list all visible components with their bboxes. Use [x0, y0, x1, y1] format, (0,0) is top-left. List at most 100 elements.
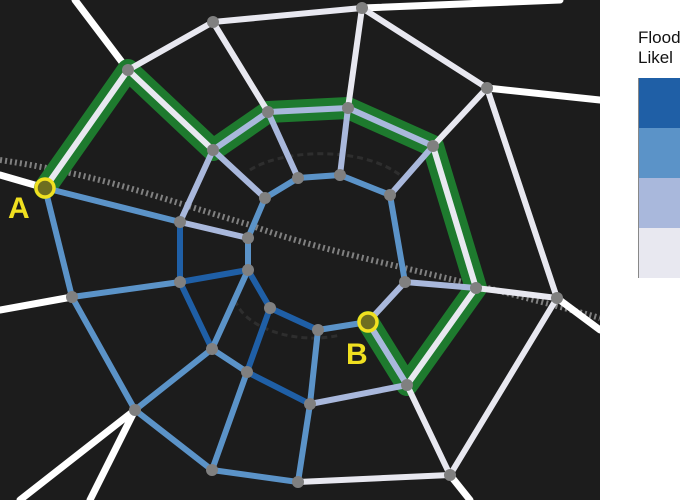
road-segment-16	[404, 382, 453, 478]
intersection-node	[129, 404, 141, 416]
intersection-node	[292, 172, 304, 184]
map-panel[interactable]: A B	[0, 0, 600, 500]
intersection-node	[551, 292, 563, 304]
road-segment-2	[359, 5, 490, 91]
road-segment-35	[337, 105, 351, 178]
road-segment-34	[265, 109, 301, 181]
intersection-node	[207, 16, 219, 28]
road-segment-26	[404, 285, 479, 388]
road-segment-54	[365, 319, 410, 388]
outer-road-5	[483, 84, 600, 104]
road-segment-18	[209, 369, 250, 473]
road-segment-10	[209, 467, 301, 485]
intersection-node	[334, 169, 346, 181]
road-segment-27	[307, 382, 410, 407]
intersection-node	[259, 192, 271, 204]
intersection-node	[174, 216, 186, 228]
marker-b-ring[interactable]	[357, 311, 379, 333]
road-segment-41	[209, 267, 251, 352]
road-segment-5	[295, 472, 453, 485]
road-segment-44	[262, 175, 301, 201]
intersection-node	[427, 140, 439, 152]
road-network-map[interactable]	[0, 0, 600, 500]
legend-swatch-medium	[638, 128, 680, 178]
road-segment-15	[473, 285, 560, 301]
intersection-node	[399, 276, 411, 288]
road-segment-13	[345, 5, 365, 111]
intersection-node	[242, 264, 254, 276]
legend-swatch-high	[638, 78, 680, 128]
road-segment-39	[307, 327, 321, 407]
marker-b[interactable]	[357, 311, 379, 333]
road-segment-37	[402, 279, 479, 291]
road-segment-3	[484, 85, 560, 301]
road-segment-32	[177, 147, 216, 225]
outer-road-6	[553, 294, 600, 334]
road-segment-14	[430, 85, 490, 149]
outer-roads	[0, 0, 600, 500]
road-segment-30	[177, 279, 215, 352]
road-segment-0	[125, 19, 216, 73]
road-segment-51	[245, 267, 273, 311]
intersection-node	[206, 343, 218, 355]
road-segment-22	[210, 109, 271, 153]
marker-a-ring[interactable]	[34, 177, 56, 199]
road-segment-53	[245, 195, 268, 241]
intersection-node	[401, 379, 413, 391]
intersection-node	[342, 102, 354, 114]
road-segment-21	[42, 185, 183, 225]
intersection-node	[356, 2, 368, 14]
point-a-label: A	[8, 192, 30, 225]
intersection-node	[470, 282, 482, 294]
road-segment-33	[210, 147, 268, 201]
intersection-node	[242, 232, 254, 244]
legend-title-line2: Likel	[638, 48, 673, 67]
intersection-node	[312, 324, 324, 336]
road-segment-29	[209, 346, 250, 375]
road-segment-12	[210, 19, 271, 115]
intersection-node	[122, 64, 134, 76]
road-segment-7	[42, 185, 75, 300]
road-segment-6	[42, 67, 131, 191]
outer-road-1	[71, 0, 132, 74]
road-segment-4	[447, 295, 560, 478]
road-segment-50	[267, 305, 321, 333]
marker-a[interactable]	[34, 177, 56, 199]
point-b-label: B	[346, 338, 368, 371]
intersection-node	[481, 82, 493, 94]
road-segment-8	[69, 294, 138, 413]
outer-road-4	[358, 0, 564, 12]
intersection-node	[241, 366, 253, 378]
intersection-node	[292, 476, 304, 488]
intersection-node	[304, 398, 316, 410]
outer-road-8	[86, 406, 139, 500]
road-segment-20	[69, 279, 183, 300]
road-segment-11	[125, 67, 216, 153]
road-segment-17	[295, 401, 313, 485]
legend-swatch-none	[638, 228, 680, 278]
road-segment-45	[295, 172, 343, 181]
legend-title: Flood Likel	[638, 28, 680, 68]
road-segment-28	[244, 369, 313, 407]
road-segment-1	[210, 5, 365, 25]
road-segment-19	[132, 346, 215, 413]
road-segment-23	[265, 105, 351, 115]
road-segment-43	[177, 219, 251, 241]
intersection-node	[384, 189, 396, 201]
intersection-node	[66, 291, 78, 303]
river	[0, 157, 600, 321]
intersection-node	[206, 464, 218, 476]
road-segment-24	[345, 105, 436, 149]
intersection-node	[207, 144, 219, 156]
contour-lines	[233, 152, 401, 340]
legend: Flood Likel	[600, 0, 680, 500]
legend-title-line1: Flood	[638, 28, 680, 47]
road-segment-47	[387, 192, 408, 285]
outer-road-3	[16, 406, 139, 500]
road-segment-36	[387, 143, 436, 198]
intersection-node	[264, 302, 276, 314]
road-segment-40	[244, 305, 273, 375]
outer-road-2	[0, 293, 76, 314]
intersection-node	[444, 469, 456, 481]
road-segment-25	[430, 143, 479, 291]
